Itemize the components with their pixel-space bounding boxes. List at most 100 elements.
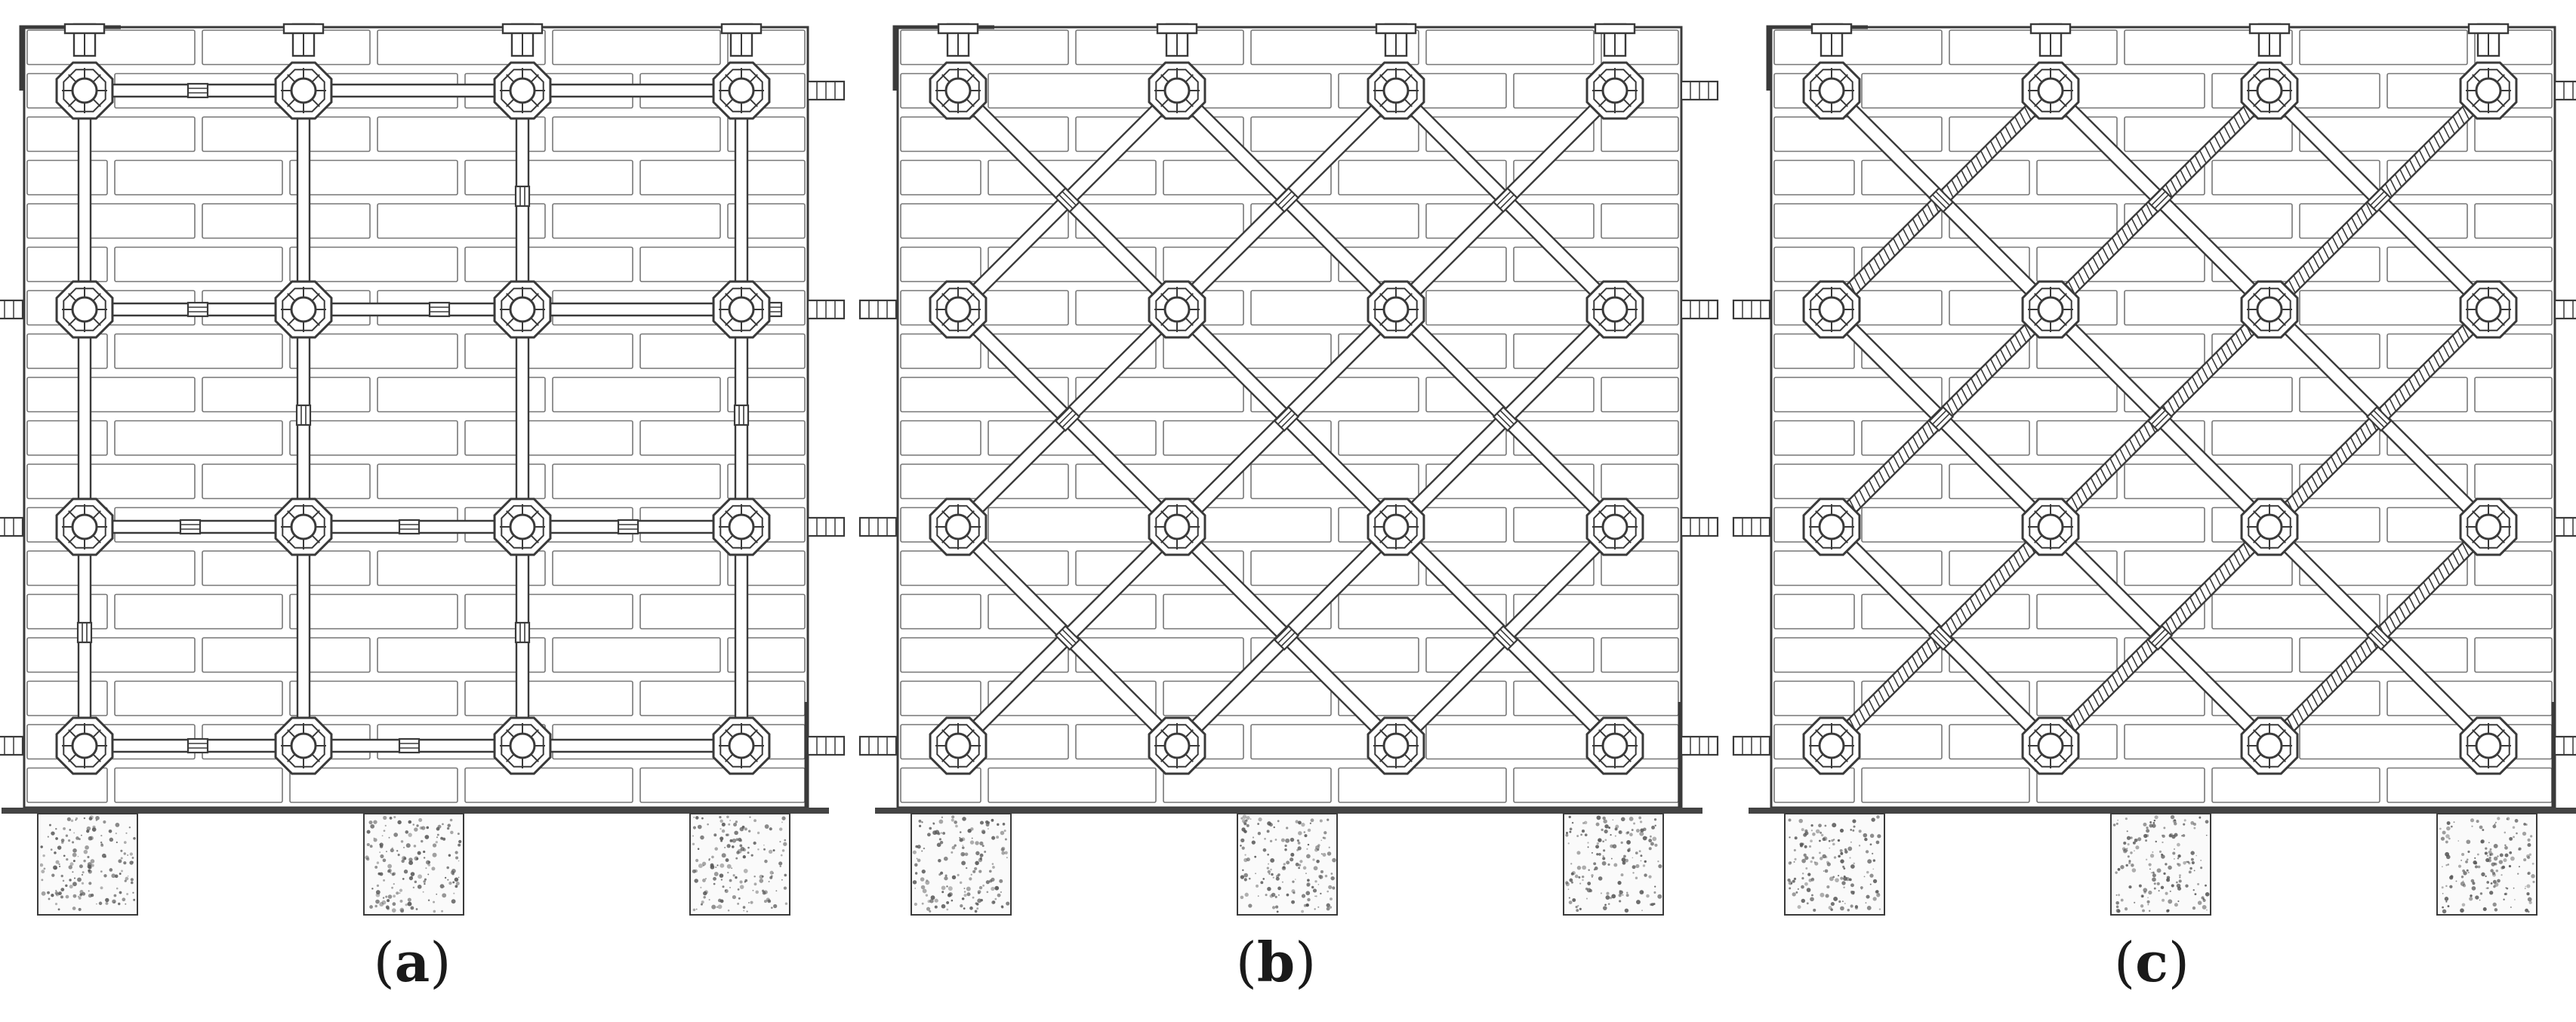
anchor-node [2459,61,2518,120]
panel-c-reinforced-diagonal-scaffold [1732,23,2576,916]
pipe-coupler [1492,186,1519,214]
side-wall-tie [806,80,846,101]
top-wall-tie [1375,23,1417,57]
anchor-node [1367,497,1425,556]
side-wall-tie [1732,299,1771,320]
top-wall-tie [2467,23,2510,57]
top-wall-tie [501,23,544,57]
anchor-node [1148,280,1206,339]
pipe-coupler [2365,186,2393,214]
pipe-coupler [1273,624,1300,651]
anchor-node [1148,716,1206,775]
concrete-footing [689,813,790,916]
anchor-node [1148,61,1206,120]
pipe-coupler [179,519,202,535]
anchor-node [2240,716,2299,775]
pipe-coupler [514,621,531,644]
side-wall-tie [0,735,24,756]
anchor-nodes [1802,61,2518,775]
side-wall-tie [858,299,898,320]
pipe-coupler [2365,405,2393,433]
pipe-coupler [295,404,312,426]
pipe-coupler [1054,624,1081,651]
side-wall-tie [1680,516,1719,537]
anchor-node [1585,497,1644,556]
horizontal-ledger [68,302,758,317]
anchor-node [929,497,988,556]
top-wall-tie [937,23,979,57]
pipe-coupler [186,737,209,754]
pipe-coupler [76,621,93,644]
pipe-coupler [2146,405,2174,433]
pipe-coupler [2146,624,2174,651]
anchor-node [712,716,771,775]
pipe-coupler [428,301,451,318]
anchor-node [712,280,771,339]
panel-a-orthogonal-scaffold [0,23,846,916]
anchor-node [2240,280,2299,339]
side-wall-tie [1680,299,1719,320]
anchor-node [929,280,988,339]
concrete-footing [363,813,464,916]
side-wall-tie [2553,299,2576,320]
top-wall-tie [2248,23,2291,57]
side-wall-tie [0,516,24,537]
anchor-node [1802,61,1861,120]
pipe-coupler [186,301,209,318]
pipe-coupler [733,404,750,426]
side-wall-tie [1732,735,1771,756]
top-wall-tie [1810,23,1853,57]
anchor-nodes [55,61,771,775]
concrete-footing [37,813,138,916]
anchor-node [2459,280,2518,339]
vertical-standard [77,74,92,762]
anchor-node [1148,497,1206,556]
side-wall-tie [2553,735,2576,756]
anchor-node [493,497,552,556]
anchor-node [929,716,988,775]
anchor-node [2240,61,2299,120]
anchor-node [2240,497,2299,556]
anchor-node [1367,280,1425,339]
pipe-coupler [2365,624,2393,651]
anchor-node [493,61,552,120]
top-wall-tie [1156,23,1198,57]
anchor-node [274,280,333,339]
concrete-footing [1237,813,1338,916]
pipe-coupler [1927,186,1955,214]
pipe-coupler [398,519,421,535]
anchor-node [2021,61,2080,120]
pipe-coupler [1492,624,1519,651]
anchor-node [2459,716,2518,775]
pipe-coupler [398,737,421,754]
pipe-coupler [617,519,639,535]
anchor-node [712,497,771,556]
panel-label-b: (b) [1235,930,1317,994]
anchor-node [274,61,333,120]
anchor-node [2459,497,2518,556]
anchor-node [493,280,552,339]
side-wall-tie [806,735,846,756]
pipe-coupler [1273,186,1300,214]
anchor-node [55,61,114,120]
side-wall-tie [806,299,846,320]
anchor-node [2021,716,2080,775]
side-wall-tie [858,516,898,537]
side-wall-tie [1732,516,1771,537]
concrete-footing [1563,813,1664,916]
anchor-node [1802,716,1861,775]
anchor-node [1367,716,1425,775]
anchor-node [1367,61,1425,120]
panel-label-a: (a) [373,930,451,994]
top-wall-tie [1594,23,1636,57]
anchor-node [1585,716,1644,775]
side-wall-tie [0,299,24,320]
pipe-coupler [186,82,209,99]
anchor-node [1585,61,1644,120]
anchor-node [493,716,552,775]
pipe-coupler [1927,624,1955,651]
top-wall-tie [282,23,325,57]
top-wall-tie [2029,23,2072,57]
masonry-wall [23,26,809,809]
